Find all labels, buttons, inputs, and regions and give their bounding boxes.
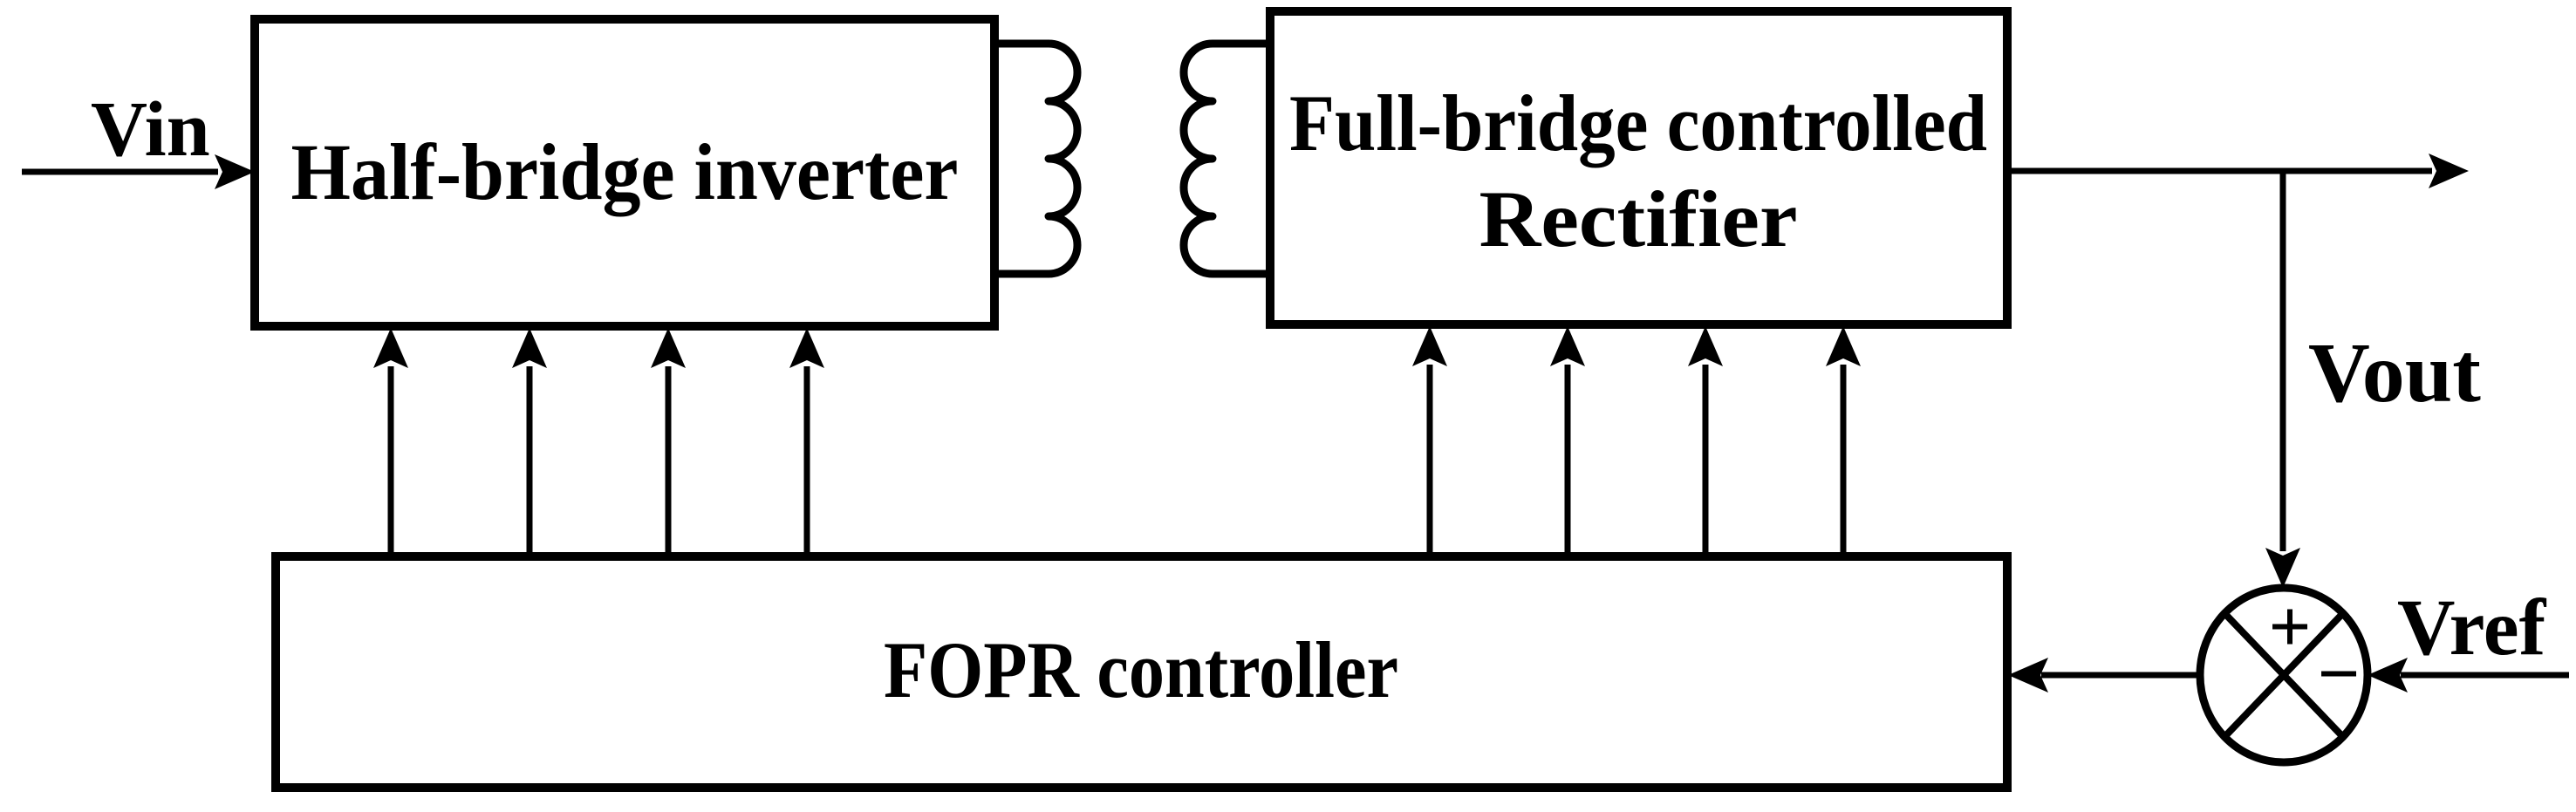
summing-junction-cross-line2	[2222, 611, 2346, 740]
controller-label: FOPR controller	[884, 625, 1398, 714]
up-arrowhead-icon	[1826, 326, 1861, 366]
vin-arrowhead-icon	[215, 154, 255, 189]
vin-label: Vin	[91, 86, 210, 173]
up-arrowhead-icon	[1688, 326, 1723, 366]
inverter-label: Half-bridge inverter	[291, 127, 959, 216]
rectifier-label-line2: Rectifier	[1479, 174, 1798, 263]
full-bridge-rectifier-block	[1266, 7, 2012, 329]
up-arrowhead-icon	[512, 328, 547, 368]
up-arrowhead-icon	[1550, 326, 1585, 366]
up-arrowhead-icon	[789, 328, 824, 368]
up-arrowhead-icon	[651, 328, 686, 368]
up-arrowhead-icon	[373, 328, 408, 368]
up-arrowhead-icon	[1412, 326, 1447, 366]
half-bridge-inverter-block	[250, 15, 999, 331]
vout-arrowhead-icon	[2265, 548, 2300, 588]
error-arrowhead-icon	[2008, 658, 2048, 693]
controller-to-rectifier-arrows	[1412, 326, 1861, 556]
transformer-secondary-coil-icon	[1179, 39, 1274, 278]
minus-sign: −	[2317, 631, 2360, 715]
output-arrowhead-icon	[2429, 154, 2469, 188]
plus-sign: +	[2268, 584, 2311, 668]
rectifier-label-line1: Full-bridge controlled	[1289, 78, 1987, 167]
transformer-primary-coil-icon	[990, 39, 1082, 278]
fopr-controller-block	[271, 552, 2012, 792]
controller-to-inverter-arrows	[373, 328, 824, 556]
vref-arrowhead-icon	[2368, 658, 2408, 693]
vref-label: Vref	[2397, 583, 2547, 672]
vout-label: Vout	[2308, 326, 2481, 420]
